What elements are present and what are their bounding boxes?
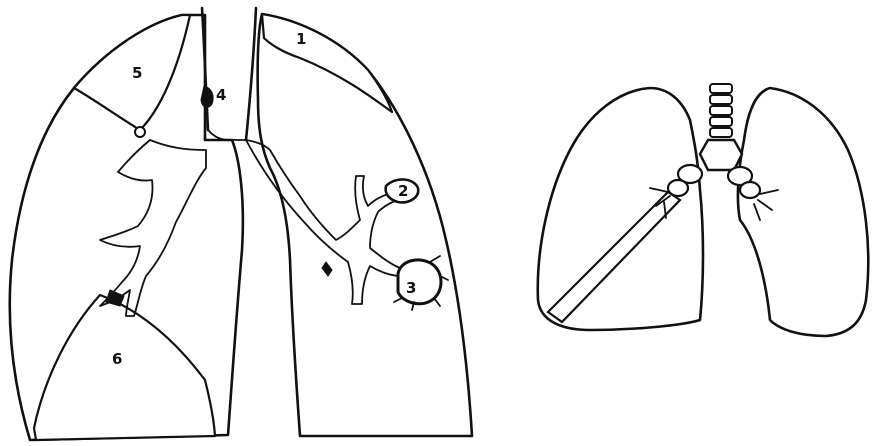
carina	[208, 130, 246, 140]
label-2: 2	[398, 182, 408, 200]
right-fig-lung-a	[538, 88, 703, 330]
right-lung	[10, 15, 243, 440]
trachea	[202, 8, 256, 140]
label-4: 4	[216, 86, 226, 104]
right-lung-figure	[538, 84, 868, 336]
trachea-right-wall	[246, 8, 256, 140]
label-5: 5	[132, 64, 142, 82]
hilar-node-right	[740, 182, 760, 198]
trachea-ring	[710, 84, 732, 93]
label-6: 6	[112, 350, 122, 368]
trachea-ring	[710, 106, 732, 115]
left-lung	[246, 14, 472, 436]
right-fig-oblique-band	[548, 192, 680, 322]
carina-node	[700, 140, 742, 170]
label-1: 1	[296, 30, 306, 48]
hilar-node-left	[668, 180, 688, 196]
cavity-3	[398, 260, 441, 304]
right-fig-trachea	[700, 84, 742, 170]
basal-effusion-zone	[34, 295, 215, 440]
apical-cap	[262, 14, 392, 112]
right-bronchial-tree	[100, 140, 206, 316]
trachea-ring	[710, 117, 732, 126]
trachea-ring	[710, 95, 732, 104]
trachea-ring	[710, 128, 732, 137]
label-3: 3	[406, 279, 416, 297]
left-hilar-dark	[322, 262, 332, 276]
right-bronchus-dot	[135, 127, 145, 137]
left-lung-figure: 1 2 3 4 5 6	[10, 8, 472, 440]
